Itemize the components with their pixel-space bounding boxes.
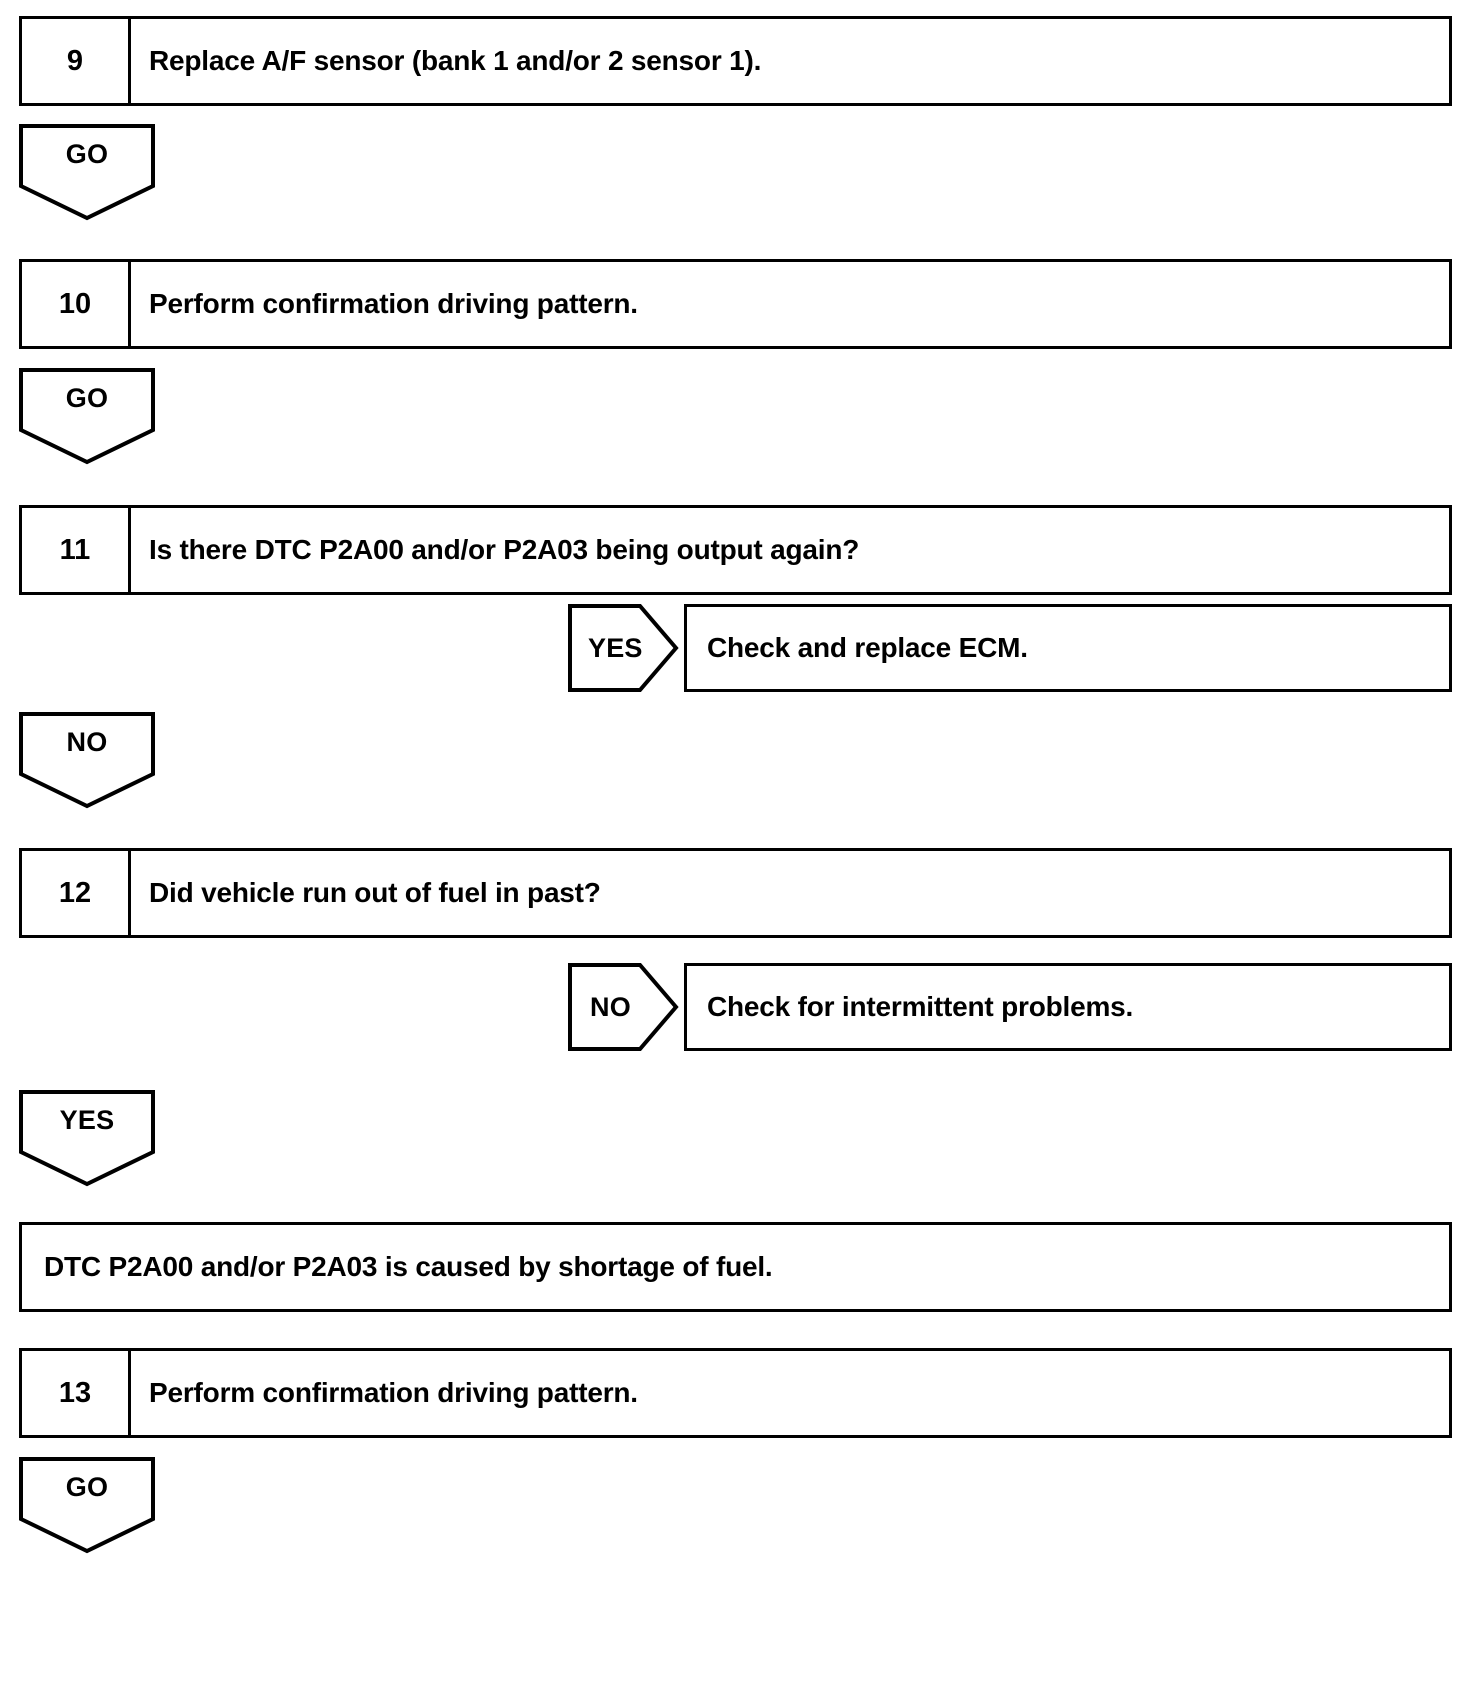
flow-arrow-no-1: NO	[19, 712, 155, 809]
step-text: Replace A/F sensor (bank 1 and/or 2 sens…	[149, 45, 762, 76]
step-number: 10	[22, 262, 131, 346]
step-box-12[interactable]: 12 Did vehicle run out of fuel in past?	[19, 848, 1452, 938]
flow-arrow-label: NO	[66, 727, 108, 757]
step-text: Perform confirmation driving pattern.	[149, 1377, 638, 1408]
branch-arrow-label: YES	[588, 632, 643, 663]
flow-arrow-label: GO	[65, 1472, 109, 1502]
step-number: 13	[22, 1351, 131, 1435]
step-number: 9	[22, 19, 131, 103]
result-box-check-replace-ecm[interactable]: Check and replace ECM.	[684, 604, 1452, 692]
flow-arrow-label: GO	[65, 383, 109, 413]
step-text: Perform confirmation driving pattern.	[149, 288, 638, 319]
branch-arrow-no: NO	[568, 963, 679, 1051]
step-number: 12	[22, 851, 131, 935]
step-box-10[interactable]: 10 Perform confirmation driving pattern.	[19, 259, 1452, 349]
flow-arrow-go-3: GO	[19, 1457, 155, 1554]
step-number: 11	[22, 508, 131, 592]
step-text: Is there DTC P2A00 and/or P2A03 being ou…	[149, 534, 860, 565]
branch-arrow-yes: YES	[568, 604, 679, 692]
branch-arrow-label: NO	[590, 991, 631, 1022]
flow-arrow-label: YES	[59, 1105, 115, 1135]
step-box-9[interactable]: 9 Replace A/F sensor (bank 1 and/or 2 se…	[19, 16, 1452, 106]
flow-arrow-yes-1: YES	[19, 1090, 155, 1187]
step-box-13[interactable]: 13 Perform confirmation driving pattern.	[19, 1348, 1452, 1438]
flow-arrow-go-1: GO	[19, 124, 155, 221]
step-box-11[interactable]: 11 Is there DTC P2A00 and/or P2A03 being…	[19, 505, 1452, 595]
conclusion-box-fuel-shortage: DTC P2A00 and/or P2A03 is caused by shor…	[19, 1222, 1452, 1312]
flow-arrow-label: GO	[65, 139, 109, 169]
result-box-check-intermittent-problems[interactable]: Check for intermittent problems.	[684, 963, 1452, 1051]
step-text: Did vehicle run out of fuel in past?	[149, 877, 601, 908]
flow-arrow-go-2: GO	[19, 368, 155, 465]
